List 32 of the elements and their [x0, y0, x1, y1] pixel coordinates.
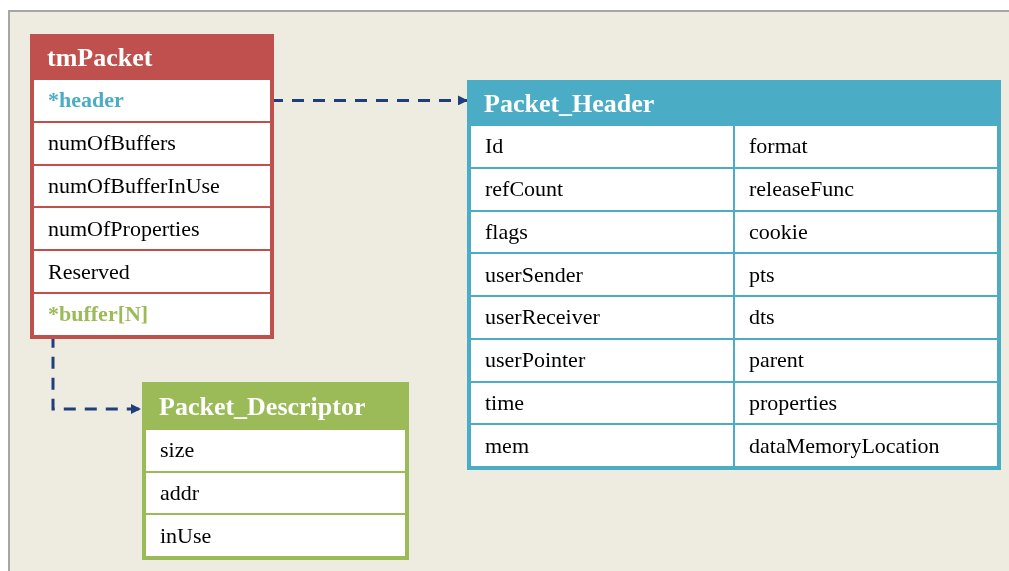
field-row: cookie [734, 210, 998, 254]
table-title: Packet_Descriptor [145, 385, 406, 429]
field-row: Id [470, 125, 734, 168]
field-row: numOfBuffers [33, 121, 271, 165]
field-row: addr [145, 471, 406, 515]
field-row: dataMemoryLocation [734, 424, 998, 467]
field-row: Reserved [33, 250, 271, 293]
field-row: properties [734, 381, 998, 425]
field-row: numOfBufferInUse [33, 164, 271, 208]
struct-table [30, 34, 274, 339]
field-row: dts [734, 296, 998, 339]
table-title: Packet_Header [470, 83, 998, 125]
field-row: mem [470, 424, 734, 467]
table-title: tmPacket [33, 37, 271, 79]
field-row: userSender [470, 253, 734, 296]
field-row: releaseFunc [734, 167, 998, 211]
field-row: userPointer [470, 338, 734, 382]
field-row: time [470, 381, 734, 425]
field-row: flags [470, 210, 734, 254]
pointer-arrow [271, 95, 468, 106]
field-row: inUse [145, 514, 406, 558]
field-row: *buffer[N] [33, 293, 271, 336]
struct-table [142, 382, 409, 561]
field-row: userReceiver [470, 296, 734, 339]
field-row: refCount [470, 167, 734, 211]
field-row: size [145, 429, 406, 472]
field-row: parent [734, 338, 998, 382]
field-row: format [734, 125, 998, 168]
field-row: *header [33, 79, 271, 122]
struct-table [467, 80, 1001, 470]
field-row: pts [734, 253, 998, 296]
field-row: numOfProperties [33, 207, 271, 251]
